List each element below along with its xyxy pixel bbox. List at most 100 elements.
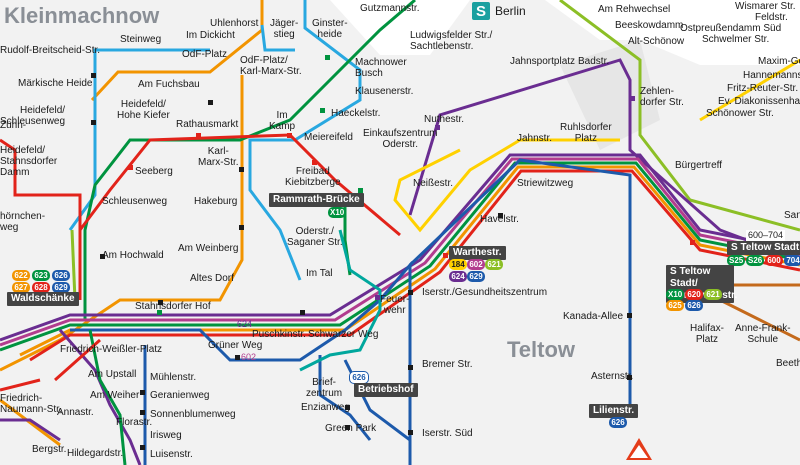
- station-ostpreussendamm-sued[interactable]: Ostpreußendamm Süd: [680, 23, 782, 34]
- station-am-weinberg[interactable]: Am Weinberg: [178, 243, 239, 254]
- station-fritz-reuter-str[interactable]: Fritz-Reuter-Str.: [727, 83, 799, 94]
- station-freibad-kiebitzberge[interactable]: Freibad Kiebitzberge: [285, 166, 341, 188]
- station-ruhlsdorfer-platz[interactable]: Ruhlsdorfer Platz: [560, 122, 612, 144]
- station-neissestr[interactable]: Neißestr.: [413, 178, 454, 189]
- station-striewitzweg[interactable]: Striewitzweg: [517, 178, 574, 189]
- station-schwarzer-weg[interactable]: Schwarzer Weg: [308, 329, 379, 340]
- station-einkaufszentrum-oderstr[interactable]: Einkaufszentrum Oderstr.: [363, 128, 438, 150]
- station-hannemannstr[interactable]: Hannemannstr: [743, 70, 800, 81]
- station-rudolf-breitscheid-str[interactable]: Rudolf-Breitscheid-Str.: [0, 45, 101, 56]
- station-sand[interactable]: Sand: [784, 210, 800, 221]
- station-iserstr-gesundheitszentrum[interactable]: Iserstr./Gesundheitszentrum: [422, 287, 548, 298]
- station-schleusenweg[interactable]: Schleusenweg: [102, 196, 168, 207]
- station-feuerwehr[interactable]: Feuer- wehr: [380, 294, 410, 316]
- station-jahnstr[interactable]: Jahnstr.: [517, 133, 553, 144]
- station-green-park[interactable]: Green Park: [325, 423, 377, 434]
- station-im-dickicht[interactable]: Im Dickicht: [186, 30, 235, 41]
- badge-waldschaenke-627: 627: [12, 282, 30, 293]
- station-alt-schoenow[interactable]: Alt-Schönow: [628, 36, 685, 47]
- station-gruener-weg[interactable]: Grüner Weg: [208, 340, 263, 351]
- station-beethoven[interactable]: Beeth: [776, 358, 800, 369]
- station-uhlenhorst[interactable]: Uhlenhorst: [210, 18, 259, 29]
- station-odf-platz-karl-marx-str[interactable]: OdF-Platz/ Karl-Marx-Str.: [240, 55, 302, 77]
- station-briefzentrum[interactable]: Brief- zentrum: [306, 377, 343, 399]
- station-enzianweg[interactable]: Enzianweg: [301, 402, 350, 413]
- station-machnower-busch[interactable]: Machnower Busch: [355, 57, 407, 79]
- badge-gonf-x10: X10: [666, 289, 685, 300]
- station-nuthestr[interactable]: Nuthestr.: [424, 114, 465, 125]
- station-geranienweg[interactable]: Geranienweg: [150, 390, 210, 401]
- station-friedrich-naumann-str[interactable]: Friedrich- Naumann-Str.: [0, 393, 62, 415]
- badge-gonf-620: 620: [685, 289, 703, 300]
- station-rathausmarkt[interactable]: Rathausmarkt: [176, 119, 239, 130]
- hub-waldschaenke[interactable]: Waldschänke: [7, 292, 79, 306]
- station-friedrich-weissler-platz[interactable]: Friedrich-Weißler-Platz: [60, 344, 163, 355]
- sbahn-berlin-link[interactable]: S Berlin: [472, 2, 526, 20]
- station-haeckelstr[interactable]: Haeckelstr.: [331, 108, 381, 119]
- station-odf-platz[interactable]: OdF-Platz: [182, 49, 228, 60]
- station-meiereifeld[interactable]: Meiereifeld: [304, 132, 353, 143]
- station-kanada-allee[interactable]: Kanada-Allee: [563, 311, 624, 322]
- station-havelstr[interactable]: Havelstr.: [480, 214, 519, 225]
- station-seeberg[interactable]: Seeberg: [135, 166, 173, 177]
- station-annastr[interactable]: Annastr.: [57, 407, 94, 418]
- station-luisenstr[interactable]: Luisenstr.: [150, 449, 193, 460]
- station-asternstr[interactable]: Asternstr.: [591, 371, 634, 382]
- station-sonnenblumenweg[interactable]: Sonnenblumenweg: [150, 409, 236, 420]
- station-ludwigsfelder-str[interactable]: Ludwigsfelder Str./ Sachtlebenstr.: [410, 30, 493, 52]
- station-irisweg[interactable]: Irisweg: [150, 430, 182, 441]
- station-beeskowdamm[interactable]: Beeskowdamm: [615, 20, 684, 31]
- station-heidefeld-schleusenweg[interactable]: Heidefeld/ Schleusenweg: [0, 105, 66, 127]
- hub-lilienstr[interactable]: Lilienstr.: [589, 404, 639, 418]
- station-zehlendorfer-str[interactable]: Zehlen- dorfer Str.: [640, 86, 684, 108]
- hub-warthestr[interactable]: Warthestr.: [449, 246, 506, 260]
- station-ginsterheide[interactable]: Ginster- heide: [312, 18, 348, 40]
- station-heidefeld-hohe-kiefer[interactable]: Heidefeld/ Hohe Kiefer: [117, 99, 170, 121]
- station-bergstr[interactable]: Bergstr.: [32, 444, 67, 455]
- station-feldstr[interactable]: Feldstr.: [755, 12, 788, 23]
- station-jahnsportplatz[interactable]: Jahnsportplatz: [510, 56, 576, 67]
- station-bremer-str[interactable]: Bremer Str.: [422, 359, 473, 370]
- station-hoernchenweg[interactable]: hörnchen- weg: [0, 211, 46, 233]
- station-im-kamp[interactable]: Im Kamp: [269, 110, 296, 132]
- station-buergertreff[interactable]: Bürgertreff: [675, 160, 723, 171]
- badge-waldschaenke-623: 623: [32, 270, 50, 281]
- station-maerkische-heide[interactable]: Märkische Heide: [18, 78, 93, 89]
- station-am-weiher[interactable]: Am Weiher: [90, 390, 140, 401]
- station-am-hochwald[interactable]: Am Hochwald: [102, 250, 164, 261]
- station-karl-marx-str[interactable]: Karl- Marx-Str.: [198, 146, 239, 168]
- station-am-fuchsbau[interactable]: Am Fuchsbau: [138, 79, 200, 90]
- hub-betriebshof[interactable]: Betriebshof: [354, 383, 418, 397]
- station-muehlenstr[interactable]: Mühlenstr.: [150, 372, 197, 383]
- sbahn-icon: S: [472, 2, 490, 20]
- station-gutzmannstr[interactable]: Gutzmannstr.: [360, 3, 420, 14]
- station-puschkinstr[interactable]: Puschkinstr.: [252, 329, 306, 340]
- station-stahnsdorfer-hof[interactable]: Stahnsdorfer Hof: [135, 301, 211, 312]
- station-heidefeld-stahnsdorfer-damm[interactable]: Heidefeld/ Stahnsdorfer Damm: [0, 145, 58, 178]
- station-im-tal[interactable]: Im Tal: [306, 268, 333, 279]
- district-teltow: Teltow: [507, 337, 576, 362]
- station-halifax-platz[interactable]: Halifax- Platz: [690, 323, 724, 345]
- station-altes-dorf[interactable]: Altes Dorf: [190, 273, 234, 284]
- station-schoenower-str[interactable]: Schönower Str.: [706, 108, 774, 119]
- station-ev-diakonissenhaus[interactable]: Ev. Diakonissenhaus: [718, 96, 800, 107]
- hub-teltow-stadt[interactable]: S Teltow Stadt: [727, 241, 800, 255]
- station-iserstr-sued[interactable]: Iserstr. Süd: [422, 428, 473, 439]
- station-badstr[interactable]: Badstr.: [578, 56, 610, 67]
- station-klausenerstr[interactable]: Klausenerstr.: [355, 86, 414, 97]
- station-florastr[interactable]: Florastr.: [116, 417, 153, 428]
- station-wismarer-str[interactable]: Wismarer Str.: [735, 1, 796, 12]
- station-maxim-gorki[interactable]: Maxim-Gor: [758, 56, 800, 67]
- station-am-upstall[interactable]: Am Upstall: [88, 369, 137, 380]
- station-zuehn[interactable]: Zühn-: [0, 120, 27, 131]
- station-hakeburg[interactable]: Hakeburg: [194, 196, 238, 207]
- station-jaegerstieg[interactable]: Jäger- stieg: [270, 18, 299, 40]
- station-am-rehwechsel[interactable]: Am Rehwechsel: [598, 4, 671, 15]
- station-oderstr-saganer-str[interactable]: Oderstr./ Saganer Str.: [287, 226, 343, 248]
- station-anne-frank-schule[interactable]: Anne-Frank- Schule: [735, 323, 791, 345]
- station-schwelmer-str[interactable]: Schwelmer Str.: [702, 34, 770, 45]
- station-steinweg[interactable]: Steinweg: [120, 34, 162, 45]
- hub-rammrath-bruecke[interactable]: Rammrath-Brücke: [269, 193, 364, 207]
- station-hildegardstr[interactable]: Hildegardstr.: [67, 448, 124, 459]
